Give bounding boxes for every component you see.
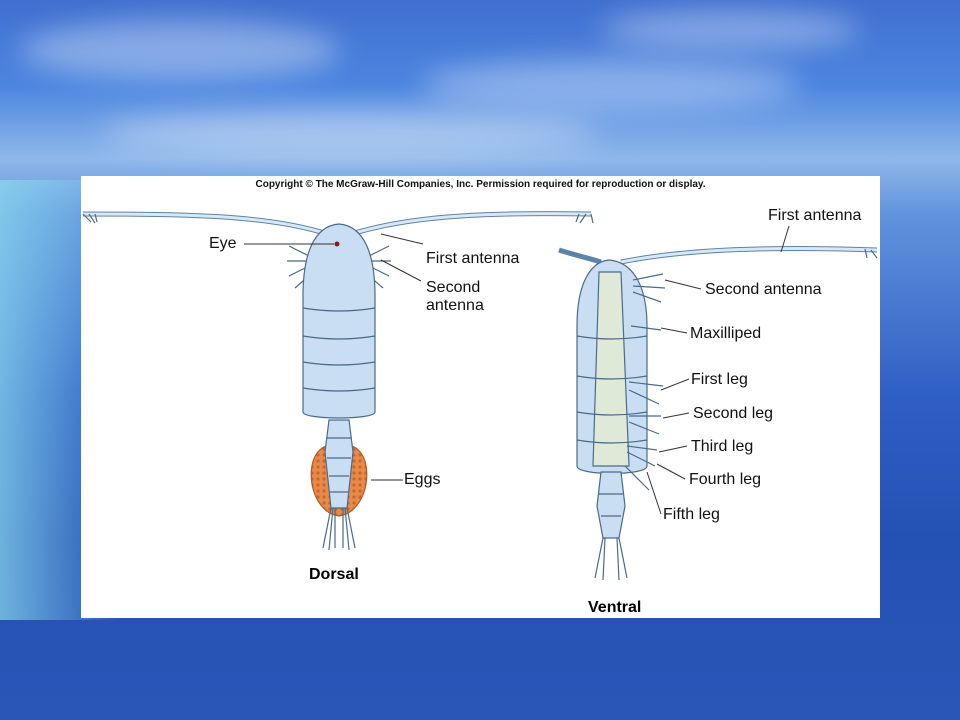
copyright-notice: Copyright © The McGraw-Hill Companies, I…	[255, 179, 706, 190]
label-ventral-fifth-leg: Fifth leg	[663, 506, 720, 523]
ventral-left-antenna	[558, 247, 602, 265]
copepod-illustration	[82, 211, 878, 581]
label-dorsal-eye: Eye	[209, 235, 237, 252]
label-ventral-third-leg: Third leg	[691, 438, 754, 455]
label-ventral-fourth-leg: Fourth leg	[689, 471, 762, 488]
diagram-panel: Copyright © The McGraw-Hill Companies, I…	[81, 176, 880, 618]
ventral-urosome	[596, 471, 626, 539]
label-ventral-second-antenna: Second antenna	[705, 281, 822, 298]
cloud-2	[420, 60, 800, 110]
label-dorsal-eggs: Eggs	[404, 471, 441, 488]
cloud-4	[100, 110, 600, 155]
ventral-midline	[592, 271, 630, 467]
dorsal-urosome	[324, 419, 354, 509]
label-dorsal-second-antenna-line2: antenna	[426, 297, 484, 314]
cloud-3	[600, 10, 860, 50]
label-dorsal-first-antenna: First antenna	[426, 250, 520, 267]
label-ventral-maxilliped: Maxilliped	[690, 325, 762, 342]
cloud-1	[20, 20, 340, 80]
dorsal-copepod	[82, 211, 594, 551]
label-ventral-first-leg: First leg	[691, 371, 748, 388]
label-ventral-first-antenna: First antenna	[768, 207, 862, 224]
dorsal-cephalothorax	[302, 223, 376, 419]
dorsal-eye	[334, 241, 340, 247]
dorsal-view-title: Dorsal	[309, 566, 359, 583]
label-dorsal-second-antenna-line1: Second	[426, 279, 481, 296]
ventral-view-title: Ventral	[588, 599, 642, 616]
label-ventral-second-leg: Second leg	[693, 405, 774, 422]
ventral-copepod	[558, 246, 878, 581]
